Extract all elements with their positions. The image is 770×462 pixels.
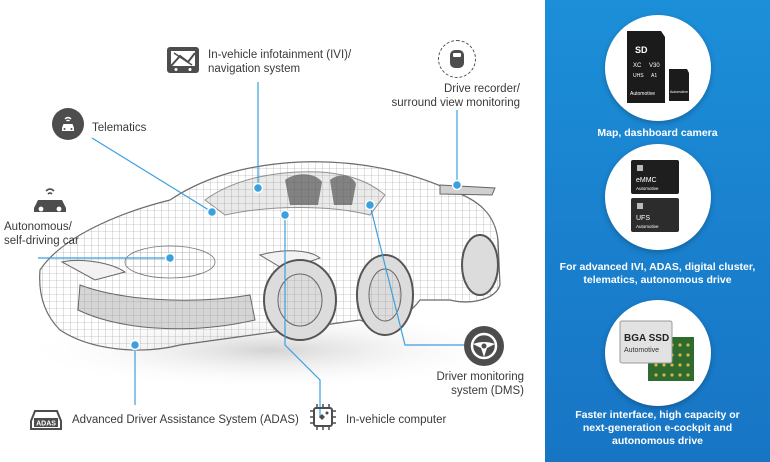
svg-text:UHS: UHS (633, 73, 644, 79)
svg-text:A1: A1 (651, 73, 657, 79)
svg-text:SD: SD (635, 45, 648, 55)
svg-text:Automotive: Automotive (670, 90, 688, 94)
navigation-screen-icon (166, 46, 200, 74)
bga-ssd-chip-icon: BGA SSD Automotive (619, 320, 694, 381)
product-caption-2: For advanced IVI, ADAS, digital cluster,… (559, 261, 756, 286)
drive-recorder-label: Drive recorder/ surround view monitoring (391, 83, 520, 109)
svg-text:BGA SSD: BGA SSD (624, 333, 669, 344)
computer-chip-icon (308, 402, 338, 432)
dms-label: Driver monitoring system (DMS) (436, 371, 524, 397)
emmc-ufs-chip-icon: eMMC Automotive UFS Automotive (631, 160, 679, 232)
steering-wheel-icon (464, 326, 504, 366)
product-panel: SD XC V30 UHS A1 Automotive Automotive M… (545, 0, 770, 462)
sd-card-icon: SD XC V30 UHS A1 Automotive Automotive (627, 31, 689, 103)
emmc-ufs-product: eMMC Automotive UFS Automotive (605, 144, 711, 250)
telematics-label: Telematics (92, 122, 147, 134)
svg-text:eMMC: eMMC (636, 177, 657, 184)
svg-text:Automotive: Automotive (630, 91, 655, 97)
autonomous-label: Autonomous/ self-driving car (4, 221, 79, 247)
connector-lines (38, 82, 465, 418)
surround-view-car-icon (438, 40, 476, 78)
svg-text:UFS: UFS (636, 215, 650, 222)
svg-text:Automotive: Automotive (636, 186, 659, 191)
svg-text:XC: XC (633, 63, 642, 69)
computer-label: In-vehicle computer (346, 414, 447, 426)
autonomous-car-icon (30, 186, 70, 214)
adas-icon-text: ADAS (36, 421, 56, 428)
adas-car-icon: ADAS (28, 405, 64, 433)
telematics-car-icon (52, 108, 84, 140)
product-caption-1: Map, dashboard camera (597, 127, 718, 139)
svg-text:V30: V30 (649, 63, 660, 69)
svg-text:Automotive: Automotive (636, 224, 659, 229)
adas-label: Advanced Driver Assistance System (ADAS) (72, 414, 299, 426)
diagram-area: In-vehicle infotainment (IVI)/ navigatio… (4, 40, 524, 433)
bga-ssd-product: BGA SSD Automotive (605, 300, 711, 406)
wireframe-car (20, 161, 520, 390)
product-caption-3: Faster interface, high capacity or next-… (575, 409, 740, 447)
ivi-label: In-vehicle infotainment (IVI)/ navigatio… (208, 49, 352, 75)
sd-card-product: SD XC V30 UHS A1 Automotive Automotive (605, 15, 711, 121)
svg-text:Automotive: Automotive (624, 347, 659, 354)
